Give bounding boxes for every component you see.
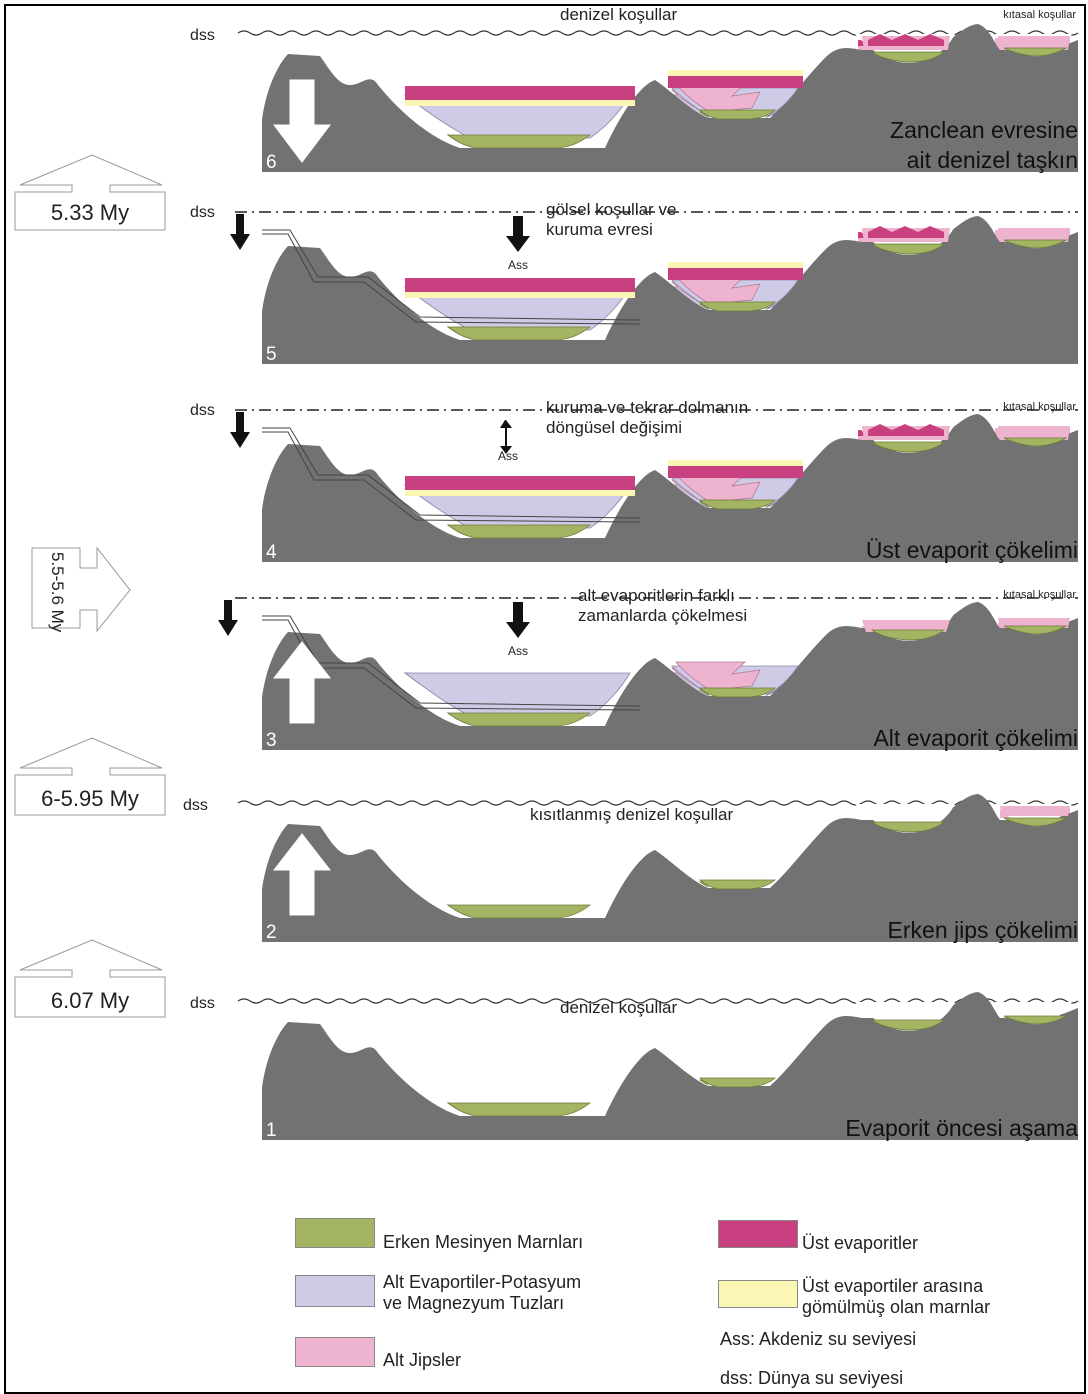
legend-label: Erken Mesinyen Marnları: [383, 1232, 584, 1252]
dss-label: dss: [183, 797, 208, 814]
legend-label: Üst evaporitler: [802, 1233, 919, 1253]
legend-label: Alt Jipsler: [383, 1350, 462, 1370]
paleo-shoreline: [262, 229, 641, 321]
ass-label: Ass: [508, 644, 528, 658]
panel-title: Zanclean evresine: [890, 117, 1078, 143]
east-basin-cavity: [665, 1036, 805, 1086]
note-line: kuruma ve tekrar dolmanın: [546, 398, 748, 417]
sea-level-line: [237, 30, 1079, 36]
note-line: gölsel koşullar ve: [546, 200, 676, 219]
paleo-shoreline-inner: [262, 619, 641, 711]
ass-label: Ass: [498, 449, 518, 463]
right-note: kıtasal koşullar: [1003, 589, 1076, 601]
right-note: kıtasal koşullar: [1003, 9, 1076, 21]
sea-level-line: [237, 800, 1079, 806]
basin-fill-group: [400, 804, 1072, 919]
panel-number: 1: [266, 1120, 277, 1141]
paleo-shoreline: [262, 615, 641, 707]
paleo-shoreline-inner: [262, 233, 641, 325]
panel-2: dss kısıtlanmış denizel koşullar 2 Erken ji…: [183, 794, 1079, 943]
legend-ass-definition: Ass: Akdeniz su seviyesi: [720, 1329, 917, 1349]
note-line: kuruma evresi: [546, 220, 653, 239]
dss-label: dss: [190, 204, 215, 221]
uplift-arrow: [272, 833, 332, 916]
dss-arrow: [230, 214, 250, 250]
panel-title: Evaporit öncesi aşama: [845, 1115, 1078, 1141]
basin-fill-group: [400, 34, 1072, 149]
subsidence-arrow: [272, 79, 332, 163]
ass-arrow: [506, 216, 530, 252]
panel-title: ait denizel taşkın: [907, 147, 1078, 173]
time-label: 5.33 My: [51, 200, 129, 225]
panel-number: 4: [266, 542, 277, 563]
legend-label: Üst evaportiler arasına: [802, 1276, 984, 1296]
note-line: denizel koşullar: [560, 5, 678, 24]
panel-6: dss denizel koşullar kıtasal koşullar 6 Zanc…: [190, 5, 1079, 173]
paleo-shoreline: [262, 427, 641, 519]
panel-title: Erken jips çökelimi: [888, 917, 1078, 943]
time-marker-5-5: 5.5-5.6 My: [31, 546, 131, 633]
central-basin-cavity: [400, 1050, 640, 1116]
panel-1: dss denizel koşullar 1 Evaporit öncesi aşam…: [190, 992, 1079, 1141]
legend-swatch-upper-evaporites: [718, 1220, 798, 1248]
legend-dss-definition: dss: Dünya su seviyesi: [720, 1368, 904, 1388]
legend-swatch-lower-evaporites: [295, 1275, 375, 1307]
basin-fill-group: [400, 424, 1072, 539]
note-line: kısıtlanmış denizel koşullar: [530, 805, 733, 824]
note-line: döngüsel değişimi: [546, 418, 682, 437]
panel-number: 5: [266, 344, 277, 365]
dss-label: dss: [190, 27, 215, 44]
note-line: denizel koşullar: [560, 998, 678, 1017]
panel-4: Ass dss kuruma ve tekrar dolmanındöngüsel …: [190, 398, 1078, 563]
panel-number: 2: [266, 922, 277, 943]
legend-label: Alt Evaportiler-Potasyum: [383, 1272, 582, 1292]
basin-fill-group: [400, 1002, 1072, 1117]
note-line: alt evaporitlerin farklı: [578, 586, 735, 605]
central-basin-cavity: [400, 852, 640, 918]
time-label: 6.07 My: [51, 988, 129, 1013]
dss-arrow: [230, 412, 250, 448]
dss-label: dss: [190, 995, 215, 1012]
panels-group: dss denizel koşullar kıtasal koşullar 6 Zanc…: [183, 5, 1079, 1141]
dss-arrow: [218, 600, 238, 636]
sea-level-line: [237, 998, 1079, 1004]
east-basin-cavity: [665, 838, 805, 888]
legend-label: gömülmüş olan marnlar: [802, 1297, 991, 1317]
legend-label: ve Magnezyum Tuzları: [383, 1293, 565, 1313]
panel-number: 3: [266, 730, 277, 751]
uplift-arrow: [272, 641, 332, 724]
time-label: 6-5.95 My: [41, 786, 139, 811]
legend-swatch-lower-gypsum: [295, 1337, 375, 1367]
panel-number: 6: [266, 152, 277, 173]
note-line: zamanlarda çökelmesi: [578, 606, 747, 625]
time-marker-6-5-95: 6-5.95 My: [14, 737, 166, 816]
legend-swatch-marls: [295, 1218, 375, 1248]
panel-title: Alt evaporit çökelimi: [873, 725, 1078, 751]
paleo-shoreline-inner: [262, 431, 641, 523]
time-marker-6-07: 6.07 My: [14, 939, 166, 1018]
time-marker-5-33: 5.33 My: [14, 154, 166, 231]
panel-title: Üst evaporit çökelimi: [866, 537, 1078, 563]
right-note: kıtasal koşullar: [1003, 401, 1076, 413]
ass-double-arrow: [500, 420, 512, 454]
dss-label: dss: [190, 402, 215, 419]
ass-label: Ass: [508, 258, 528, 272]
time-label: 5.5-5.6 My: [48, 552, 67, 633]
ass-arrow: [506, 602, 530, 638]
legend-swatch-interbedded-marls: [718, 1280, 798, 1308]
